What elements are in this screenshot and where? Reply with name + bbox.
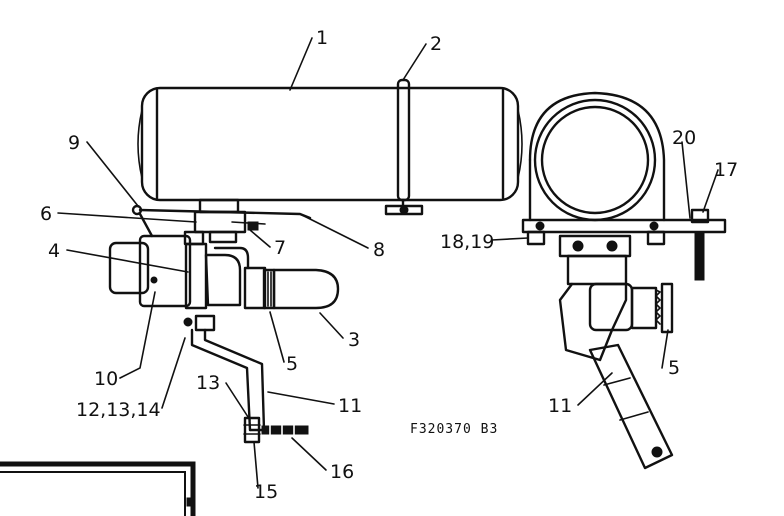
valve-body: [108, 230, 208, 310]
callout-4: 4: [48, 240, 60, 262]
stud-17: [690, 208, 710, 281]
callout-3: 3: [348, 329, 360, 351]
stud-bolt: [243, 416, 309, 444]
strap-part: [384, 78, 424, 216]
callout-13: 13: [196, 372, 220, 394]
callout-16: 16: [330, 461, 354, 483]
callout-2: 2: [430, 33, 442, 55]
leader-lines: [57, 37, 719, 489]
side-view-assembly: [108, 78, 523, 444]
lever-arm: [588, 343, 674, 470]
callout-18-19: 18,19: [440, 231, 494, 253]
callout-labels: 1 2 3 4 5 6 7 8 9 10 11 12,13,14 13 15 1…: [40, 27, 738, 503]
end-view-assembly: [521, 91, 727, 470]
drawing-code: F320370 B3: [410, 422, 498, 437]
callout-17: 17: [714, 159, 738, 181]
callout-6: 6: [40, 203, 52, 225]
end-fittings: [558, 234, 674, 362]
callout-7: 7: [274, 237, 286, 259]
mounting-bolts: [183, 314, 216, 332]
callout-9: 9: [68, 132, 80, 154]
callout-11-side: 11: [338, 395, 362, 417]
callout-11-end: 11: [548, 395, 572, 417]
callout-5-end: 5: [668, 357, 680, 379]
elbow-filter: [204, 246, 340, 310]
callout-8: 8: [373, 239, 385, 261]
callout-12-13-14: 12,13,14: [76, 399, 161, 421]
tank-end: [528, 91, 666, 222]
callout-1: 1: [316, 27, 328, 49]
callout-20: 20: [672, 127, 696, 149]
tank-fitting: [193, 198, 266, 244]
tank-part: [137, 86, 523, 202]
callout-15: 15: [254, 481, 278, 503]
callout-10: 10: [94, 368, 118, 390]
callout-5-side: 5: [286, 353, 298, 375]
frame-corner: [0, 461, 196, 516]
